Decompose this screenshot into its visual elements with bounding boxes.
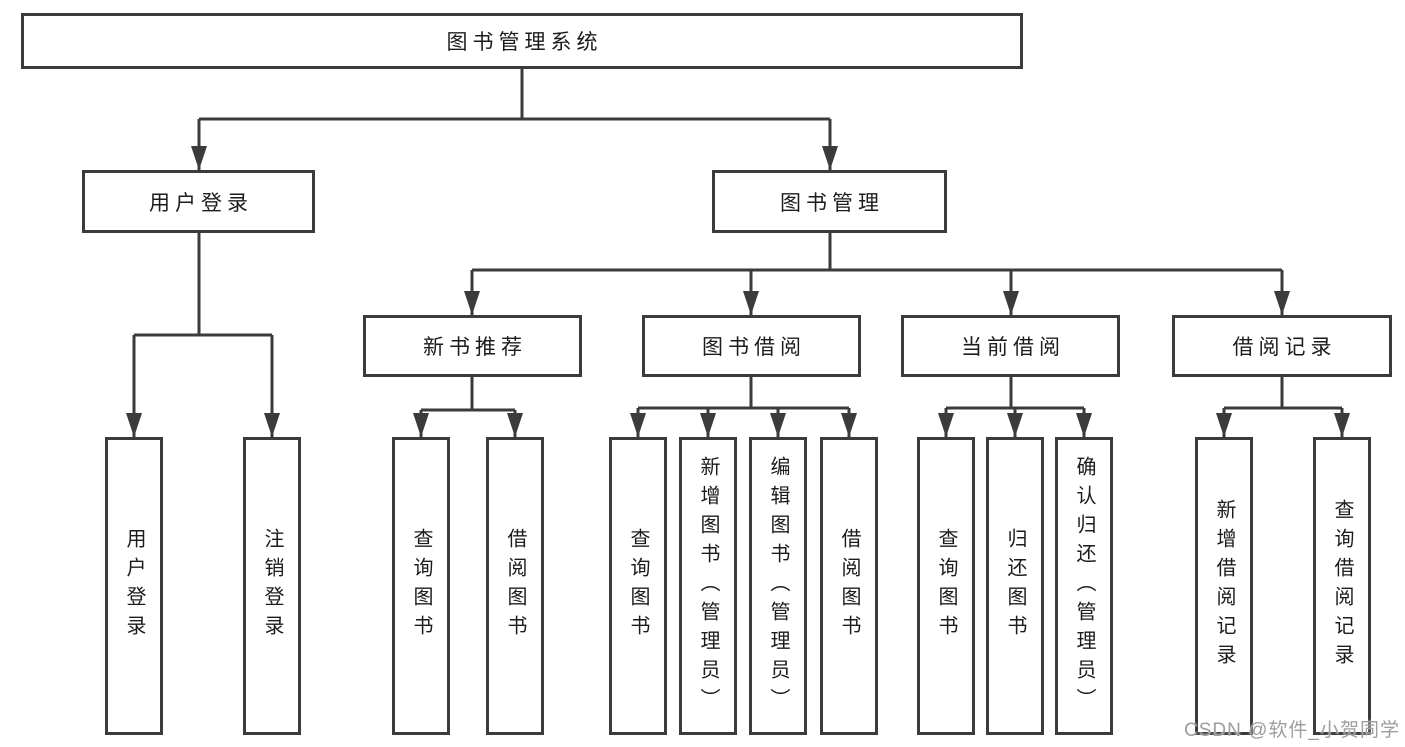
leaf-query-books-current: 查询图书 [917,437,975,735]
node-library-system: 图书管理系统 [21,13,1023,69]
leaf-return-books: 归还图书 [986,437,1044,735]
leaf-add-books-admin: 新增图书（管理员） [679,437,737,735]
node-user-login: 用户登录 [82,170,315,233]
node-new-book-recommend: 新书推荐 [363,315,582,377]
leaf-edit-books-admin: 编辑图书（管理员） [749,437,807,735]
node-current-borrow: 当前借阅 [901,315,1120,377]
watermark: CSDN @软件_小贺同学 [1184,720,1400,741]
leaf-logout: 注销登录 [243,437,301,735]
node-book-borrow: 图书借阅 [642,315,861,377]
leaf-confirm-return-admin: 确认归还（管理员） [1055,437,1113,735]
leaf-query-books-recommend: 查询图书 [392,437,450,735]
leaf-borrow-books-recommend: 借阅图书 [486,437,544,735]
leaf-add-borrow-record: 新增借阅记录 [1195,437,1253,735]
leaf-query-books-borrow: 查询图书 [609,437,667,735]
leaf-query-borrow-record: 查询借阅记录 [1313,437,1371,735]
leaf-user-login: 用户登录 [105,437,163,735]
node-book-management: 图书管理 [712,170,947,233]
leaf-borrow-books: 借阅图书 [820,437,878,735]
node-borrow-records: 借阅记录 [1172,315,1392,377]
